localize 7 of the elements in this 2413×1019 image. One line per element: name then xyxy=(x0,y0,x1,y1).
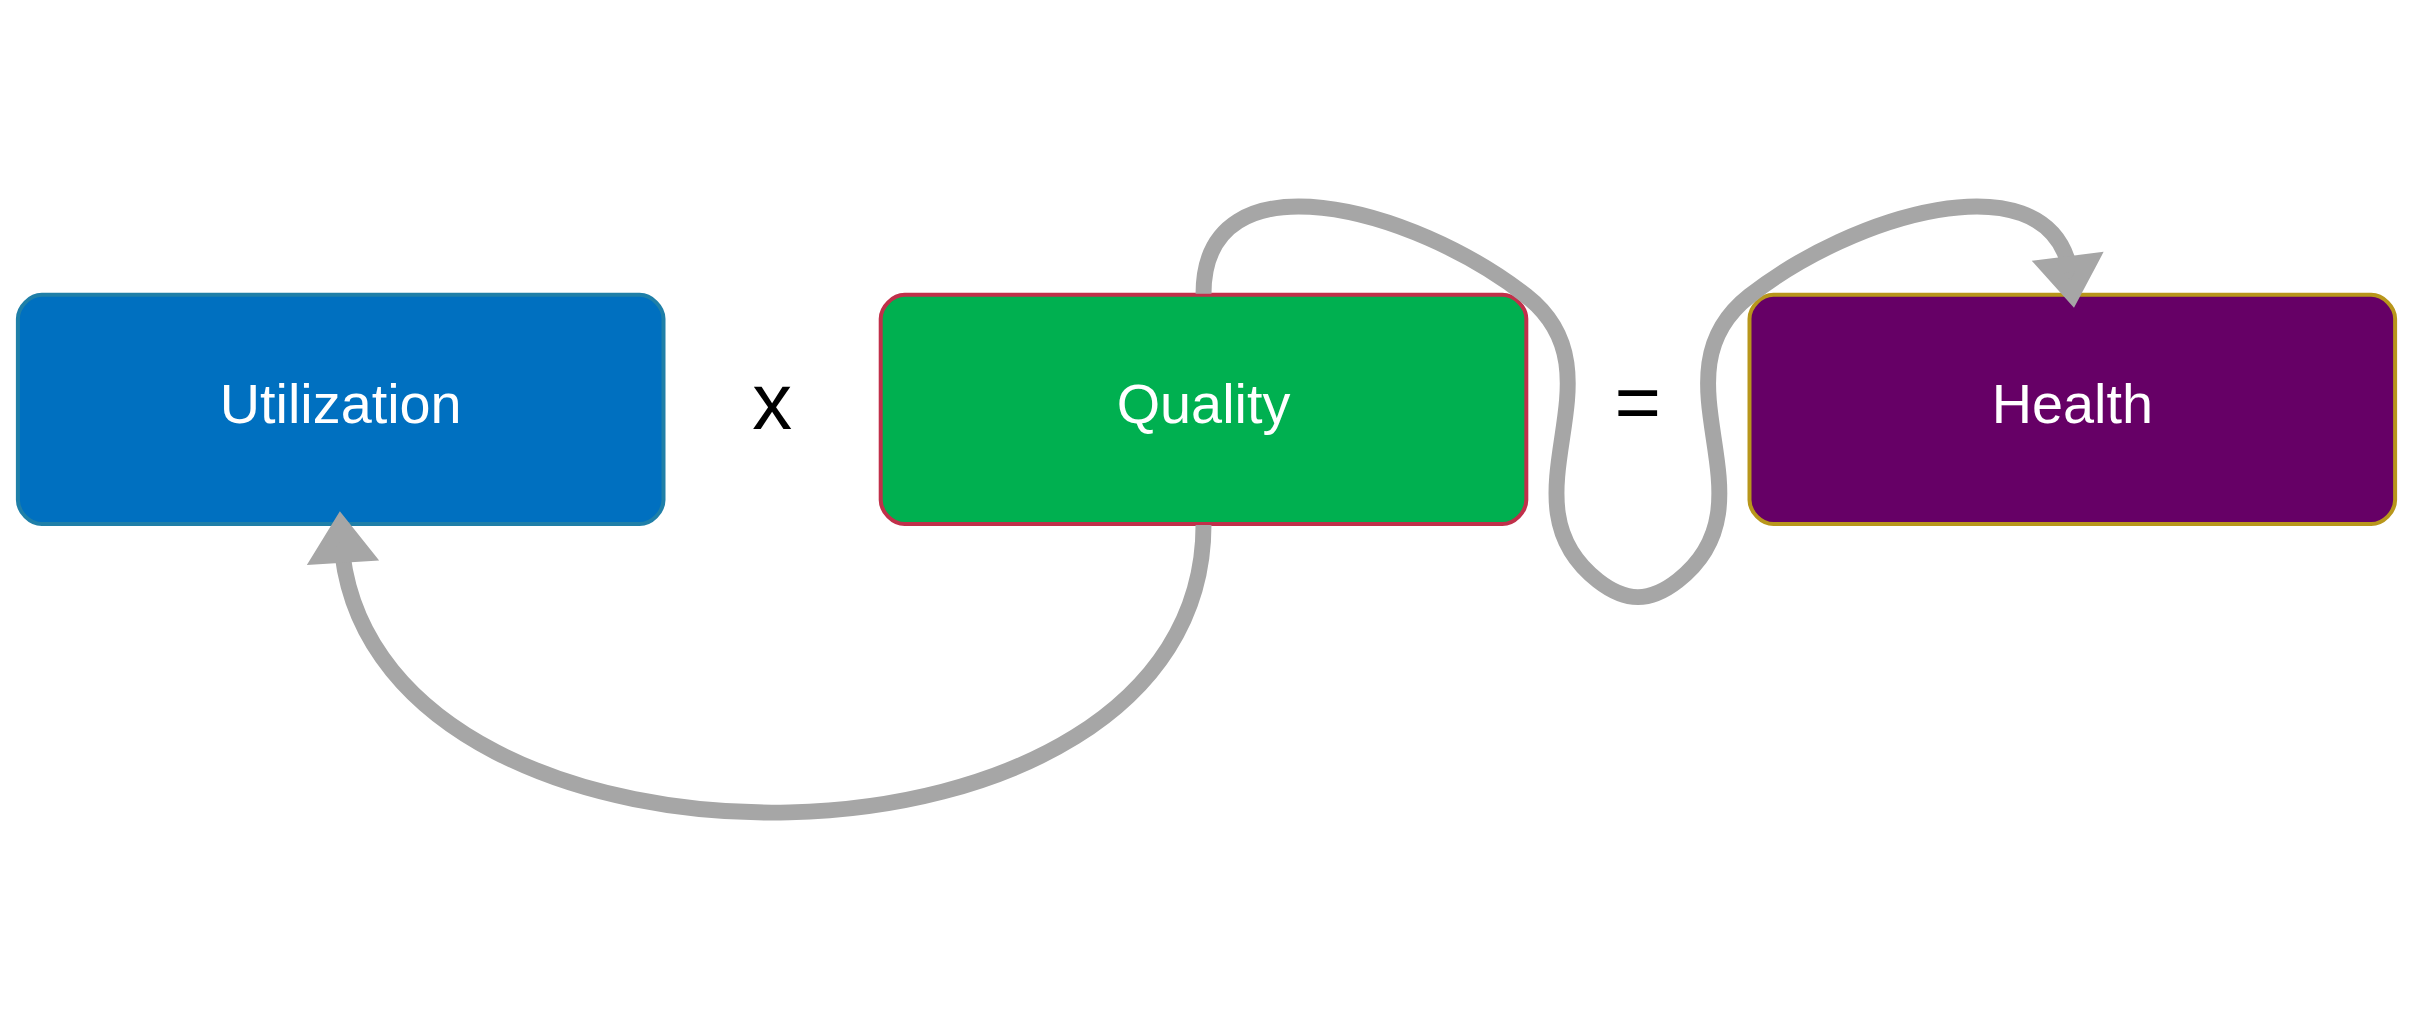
arrow xyxy=(306,511,1212,821)
node-box: Health xyxy=(1747,292,2398,526)
node-box: Utilization xyxy=(15,292,666,526)
arrow xyxy=(1195,198,2104,605)
label: = xyxy=(1614,357,1662,447)
node-box: Quality xyxy=(878,292,1529,526)
label: x xyxy=(752,357,793,447)
